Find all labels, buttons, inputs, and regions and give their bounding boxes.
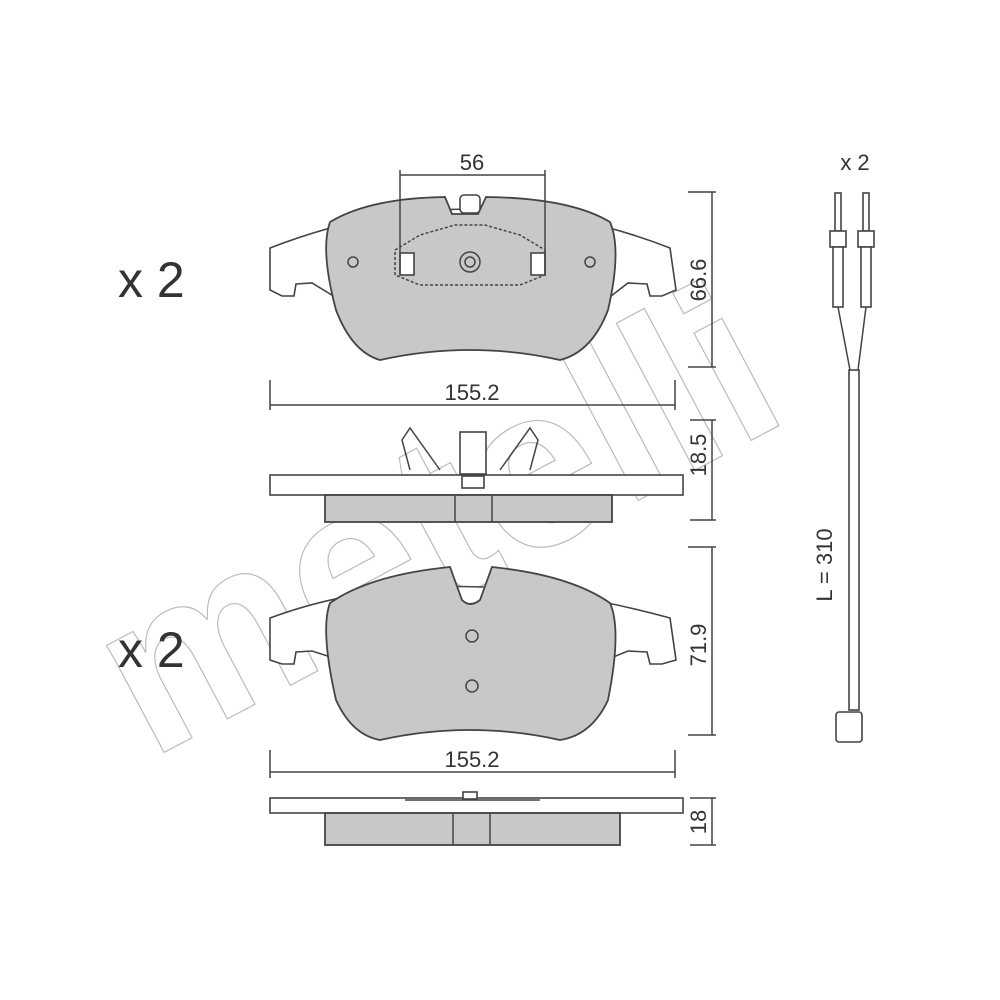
svg-text:L = 310: L = 310 [812, 528, 837, 601]
bottom-pad-front [269, 566, 677, 741]
svg-text:66.6: 66.6 [686, 259, 711, 302]
svg-text:x 2: x 2 [840, 150, 869, 175]
dimension-155-2-top: 155.2 [269, 380, 676, 410]
dimension-18: 18 [686, 797, 716, 846]
svg-text:155.2: 155.2 [444, 747, 499, 772]
dimension-56: 56 [399, 150, 546, 275]
svg-text:18.5: 18.5 [686, 434, 711, 477]
dimension-155-2-bottom: 155.2 [269, 747, 676, 778]
svg-text:56: 56 [460, 150, 484, 175]
dimension-71-9: 71.9 [686, 546, 716, 736]
bottom-pad-quantity: x 2 [118, 622, 185, 678]
svg-text:71.9: 71.9 [686, 624, 711, 667]
svg-text:155.2: 155.2 [444, 380, 499, 405]
top-pad-front [269, 194, 677, 361]
wear-sensor: x 2 L = 310 [812, 150, 875, 743]
dimension-66-6: 66.6 [686, 191, 716, 368]
svg-text:18: 18 [686, 810, 711, 834]
bottom-pad-side [269, 791, 684, 846]
dimension-18-5: 18.5 [686, 419, 716, 521]
top-pad-quantity: x 2 [118, 252, 185, 308]
top-pad-side [269, 426, 684, 523]
